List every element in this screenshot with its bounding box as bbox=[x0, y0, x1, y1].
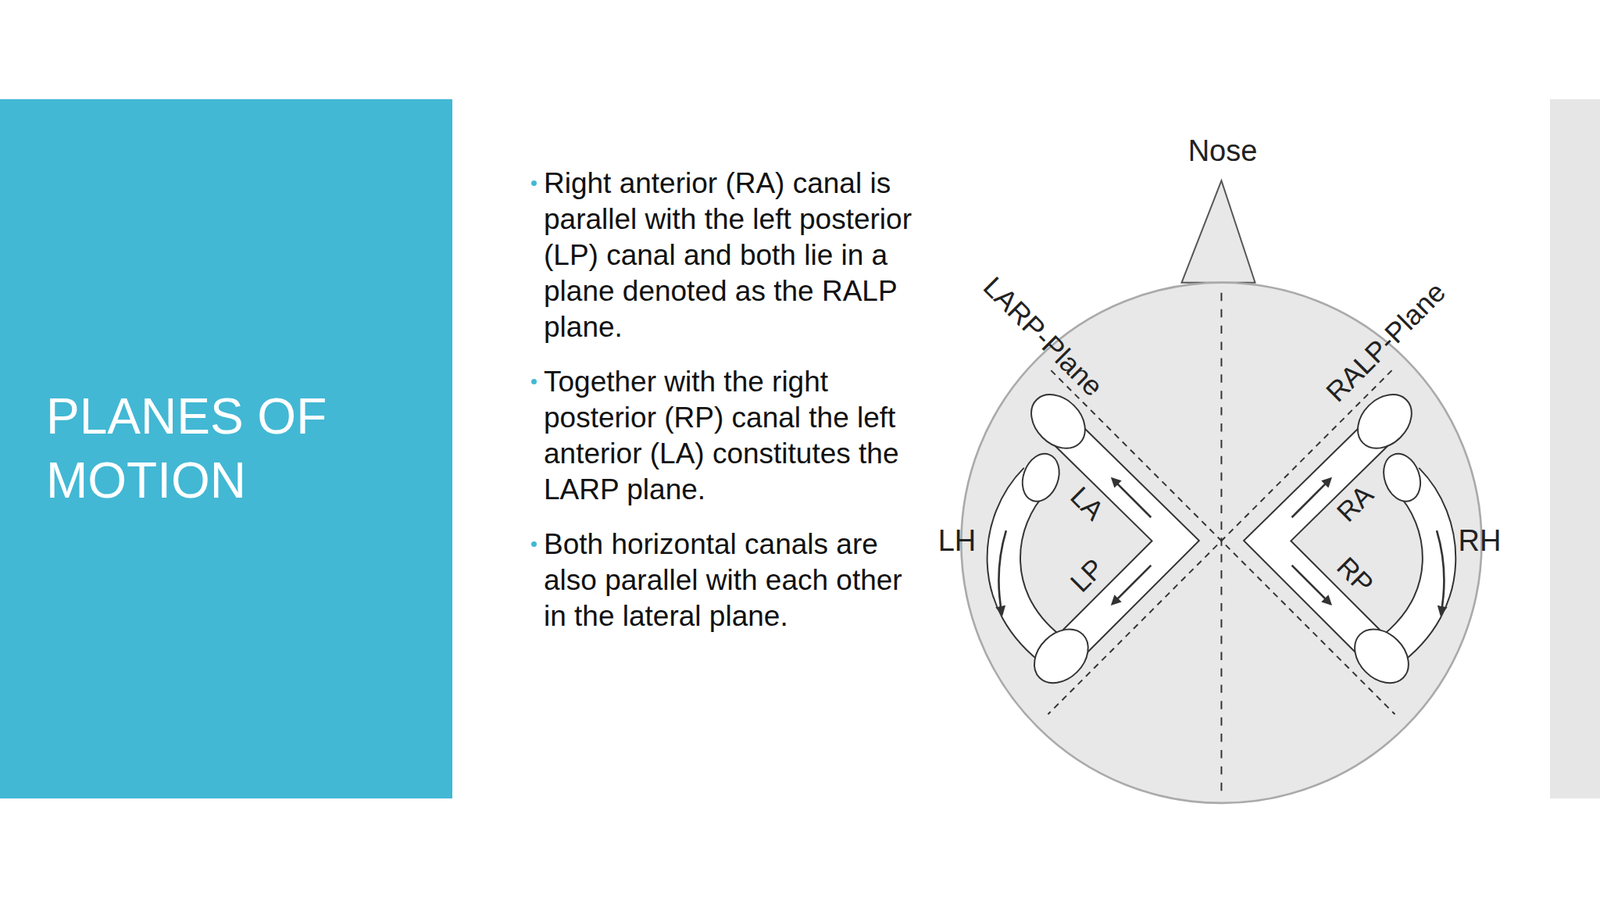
horizontal-canal-outline bbox=[1003, 479, 1057, 654]
midline bbox=[1220, 292, 1222, 797]
ralp-plane-line bbox=[1047, 370, 1392, 715]
flow-arrow bbox=[1292, 478, 1332, 518]
vertical-canals-outline bbox=[1267, 433, 1377, 650]
bullet-item: Both horizontal canals are also parallel… bbox=[531, 526, 922, 635]
flow-arrow bbox=[1436, 530, 1444, 615]
bullet-text: Right anterior (RA) canal is parallel wi… bbox=[543, 165, 922, 346]
horizontal-canal-outline bbox=[1386, 479, 1440, 654]
flow-arrow bbox=[1292, 565, 1332, 605]
bullet-dot bbox=[531, 378, 537, 385]
bullet-text: Together with the right posterior (RP) c… bbox=[543, 364, 922, 508]
canal-label: LH bbox=[938, 525, 977, 556]
flow-arrow bbox=[1112, 565, 1152, 605]
orientation-label: Nose bbox=[1188, 135, 1258, 166]
horizontal-canal bbox=[1386, 479, 1440, 654]
nose-triangle bbox=[1181, 180, 1255, 283]
bullet-dot bbox=[531, 180, 537, 186]
bullet-list: Right anterior (RA) canal is parallel wi… bbox=[531, 165, 922, 654]
left-labyrinth bbox=[998, 383, 1175, 693]
larp-plane-line bbox=[1050, 370, 1395, 715]
ampulla bbox=[1016, 448, 1066, 507]
canal-label: RH bbox=[1458, 525, 1502, 556]
right-labyrinth bbox=[1267, 383, 1444, 693]
vertical-canals-outline bbox=[1066, 433, 1176, 650]
head-circle bbox=[960, 282, 1482, 804]
ampulla bbox=[1346, 383, 1422, 459]
bullet-dot bbox=[531, 541, 537, 547]
flow-arrow bbox=[998, 530, 1006, 615]
side-strip bbox=[1550, 99, 1600, 799]
vertical-canals bbox=[1267, 433, 1377, 650]
vertical-canals bbox=[1066, 433, 1176, 650]
ampulla bbox=[1343, 618, 1419, 694]
bullet-item: Right anterior (RA) canal is parallel wi… bbox=[531, 165, 922, 346]
slide-title: PLANES OF MOTION bbox=[46, 384, 422, 513]
title-band bbox=[0, 99, 453, 799]
bullet-text: Both horizontal canals are also parallel… bbox=[543, 526, 922, 635]
ampulla bbox=[1023, 618, 1099, 694]
ampulla bbox=[1377, 448, 1427, 507]
horizontal-canal bbox=[1003, 479, 1057, 654]
bullet-item: Together with the right posterior (RP) c… bbox=[531, 364, 922, 508]
flow-arrow bbox=[1112, 478, 1152, 518]
